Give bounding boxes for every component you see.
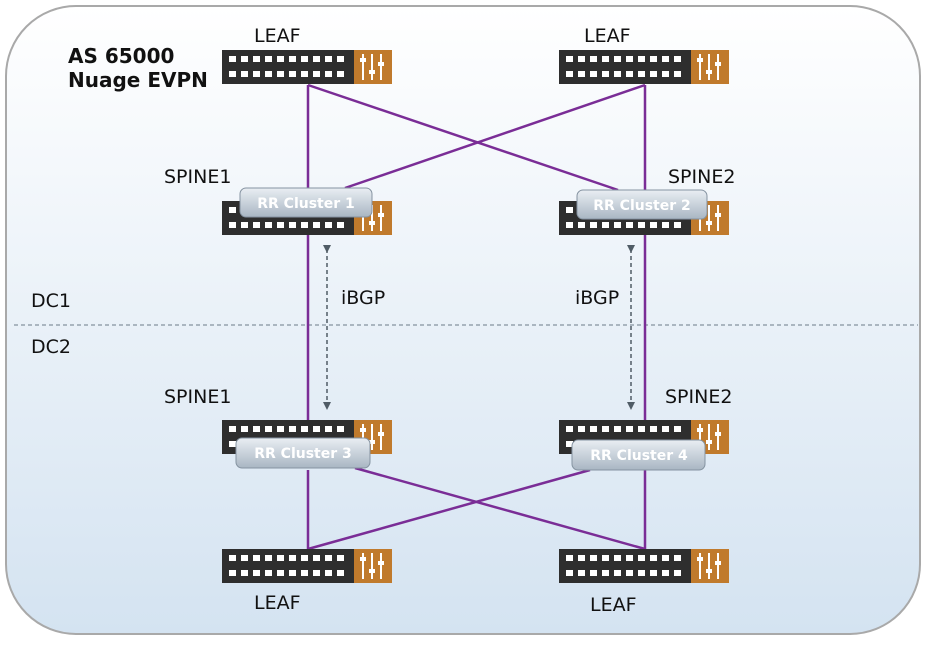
dc1-label: DC1 [31, 290, 71, 312]
rr-cluster-4-label: RR Cluster 4 [590, 448, 688, 464]
dc1-leaf-left-switch-icon [221, 49, 393, 85]
as-title: AS 65000 Nuage EVPN [68, 44, 208, 92]
dc2-leaf-left-label: LEAF [254, 592, 301, 614]
dc2-leaf-left-switch-icon [221, 548, 393, 584]
rr-cluster-1-badge: RR Cluster 1 [239, 187, 373, 218]
dc2-spine-left-label: SPINE1 [164, 386, 232, 408]
dc1-leaf-left-label: LEAF [254, 25, 301, 47]
ibgp-label-right: iBGP [575, 287, 620, 309]
rr-cluster-3-label: RR Cluster 3 [254, 446, 352, 462]
rr-cluster-4-badge: RR Cluster 4 [571, 439, 706, 471]
dc1-spine-right-label: SPINE2 [668, 166, 736, 188]
dc1-leaf-right-label: LEAF [584, 25, 631, 47]
dc2-spine-right-label: SPINE2 [665, 386, 733, 408]
dc1-leaf-right-switch-icon [558, 49, 730, 85]
rr-cluster-2-label: RR Cluster 2 [593, 198, 691, 214]
rr-cluster-1-label: RR Cluster 1 [257, 196, 355, 212]
dc2-label: DC2 [31, 336, 71, 358]
dc2-links [306, 466, 647, 551]
as-subtitle: Nuage EVPN [68, 68, 208, 92]
dc1-links [306, 83, 647, 203]
rr-cluster-3-badge: RR Cluster 3 [235, 437, 371, 469]
rr-cluster-2-badge: RR Cluster 2 [576, 189, 708, 220]
as-number: AS 65000 [68, 44, 175, 68]
dc2-leaf-right-label: LEAF [590, 594, 637, 616]
ibgp-label-left: iBGP [341, 287, 386, 309]
dc1-spine-left-label: SPINE1 [164, 166, 232, 188]
diagram-background [5, 5, 921, 635]
dc2-leaf-right-switch-icon [558, 548, 730, 584]
inter-dc-links [306, 235, 647, 420]
